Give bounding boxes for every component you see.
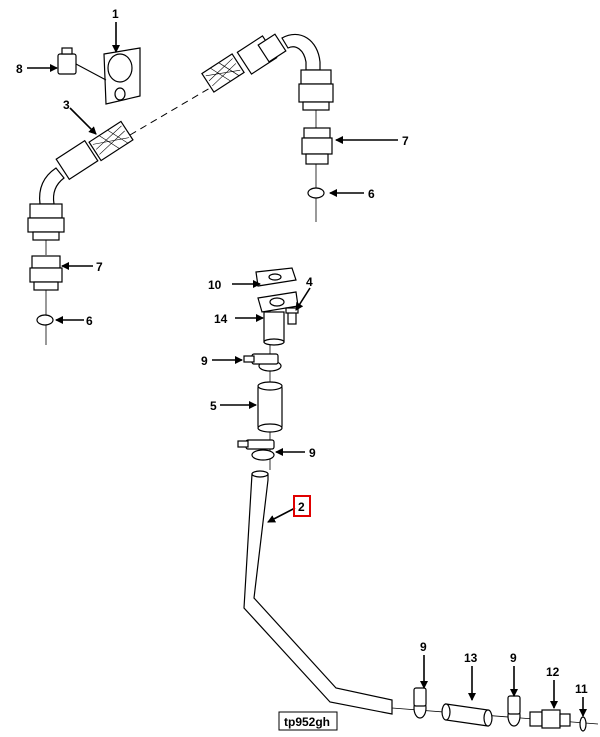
callout-9-a: 9 <box>201 354 208 368</box>
callout-9-d: 9 <box>510 651 517 665</box>
hose-clamp-bottom-left <box>413 687 427 719</box>
callout-3: 3 <box>63 98 70 112</box>
flange-adapter <box>257 291 299 346</box>
fitting-right <box>301 127 333 165</box>
callout-11: 11 <box>575 682 588 696</box>
o-ring-left <box>36 314 54 326</box>
hose-section <box>441 703 493 727</box>
callout-7-right: 7 <box>402 134 409 148</box>
callout-13: 13 <box>464 651 478 665</box>
callout-labels: 1 8 3 7 6 7 6 10 4 14 9 5 9 2 9 13 9 12 … <box>16 7 588 696</box>
callout-7-left: 7 <box>96 260 103 274</box>
hose-clamp-upper <box>243 353 282 372</box>
highlight-box <box>293 495 311 517</box>
callout-4: 4 <box>306 275 313 289</box>
o-ring-bottom <box>579 716 587 732</box>
fitting-left <box>29 255 63 291</box>
callout-6-left: 6 <box>86 314 93 328</box>
clamp-bracket <box>103 47 141 105</box>
callout-14: 14 <box>214 312 228 326</box>
long-tube <box>243 470 393 715</box>
adapter-fitting <box>529 709 571 729</box>
o-ring-right <box>307 187 325 199</box>
figure-id-tag: tp952gh <box>278 711 338 731</box>
callout-1: 1 <box>112 7 119 21</box>
callout-12: 12 <box>546 665 560 679</box>
callout-9-c: 9 <box>420 640 427 654</box>
callout-6-right: 6 <box>368 187 375 201</box>
callout-9-b: 9 <box>309 446 316 460</box>
flange-gasket <box>255 267 297 287</box>
hose-coupling <box>257 381 283 433</box>
figure-id: tp952gh <box>284 715 330 729</box>
small-bolt <box>285 307 299 325</box>
hose-clamp-lower <box>237 439 275 461</box>
callout-arrows <box>27 22 587 717</box>
bolt <box>57 47 107 81</box>
upper-braided-hose-assembly <box>27 33 334 255</box>
hose-clamp-bottom-right <box>507 695 521 727</box>
callout-5: 5 <box>210 399 217 413</box>
callout-2: 2 <box>298 500 305 514</box>
callout-8: 8 <box>16 62 23 76</box>
callout-10: 10 <box>208 278 222 292</box>
